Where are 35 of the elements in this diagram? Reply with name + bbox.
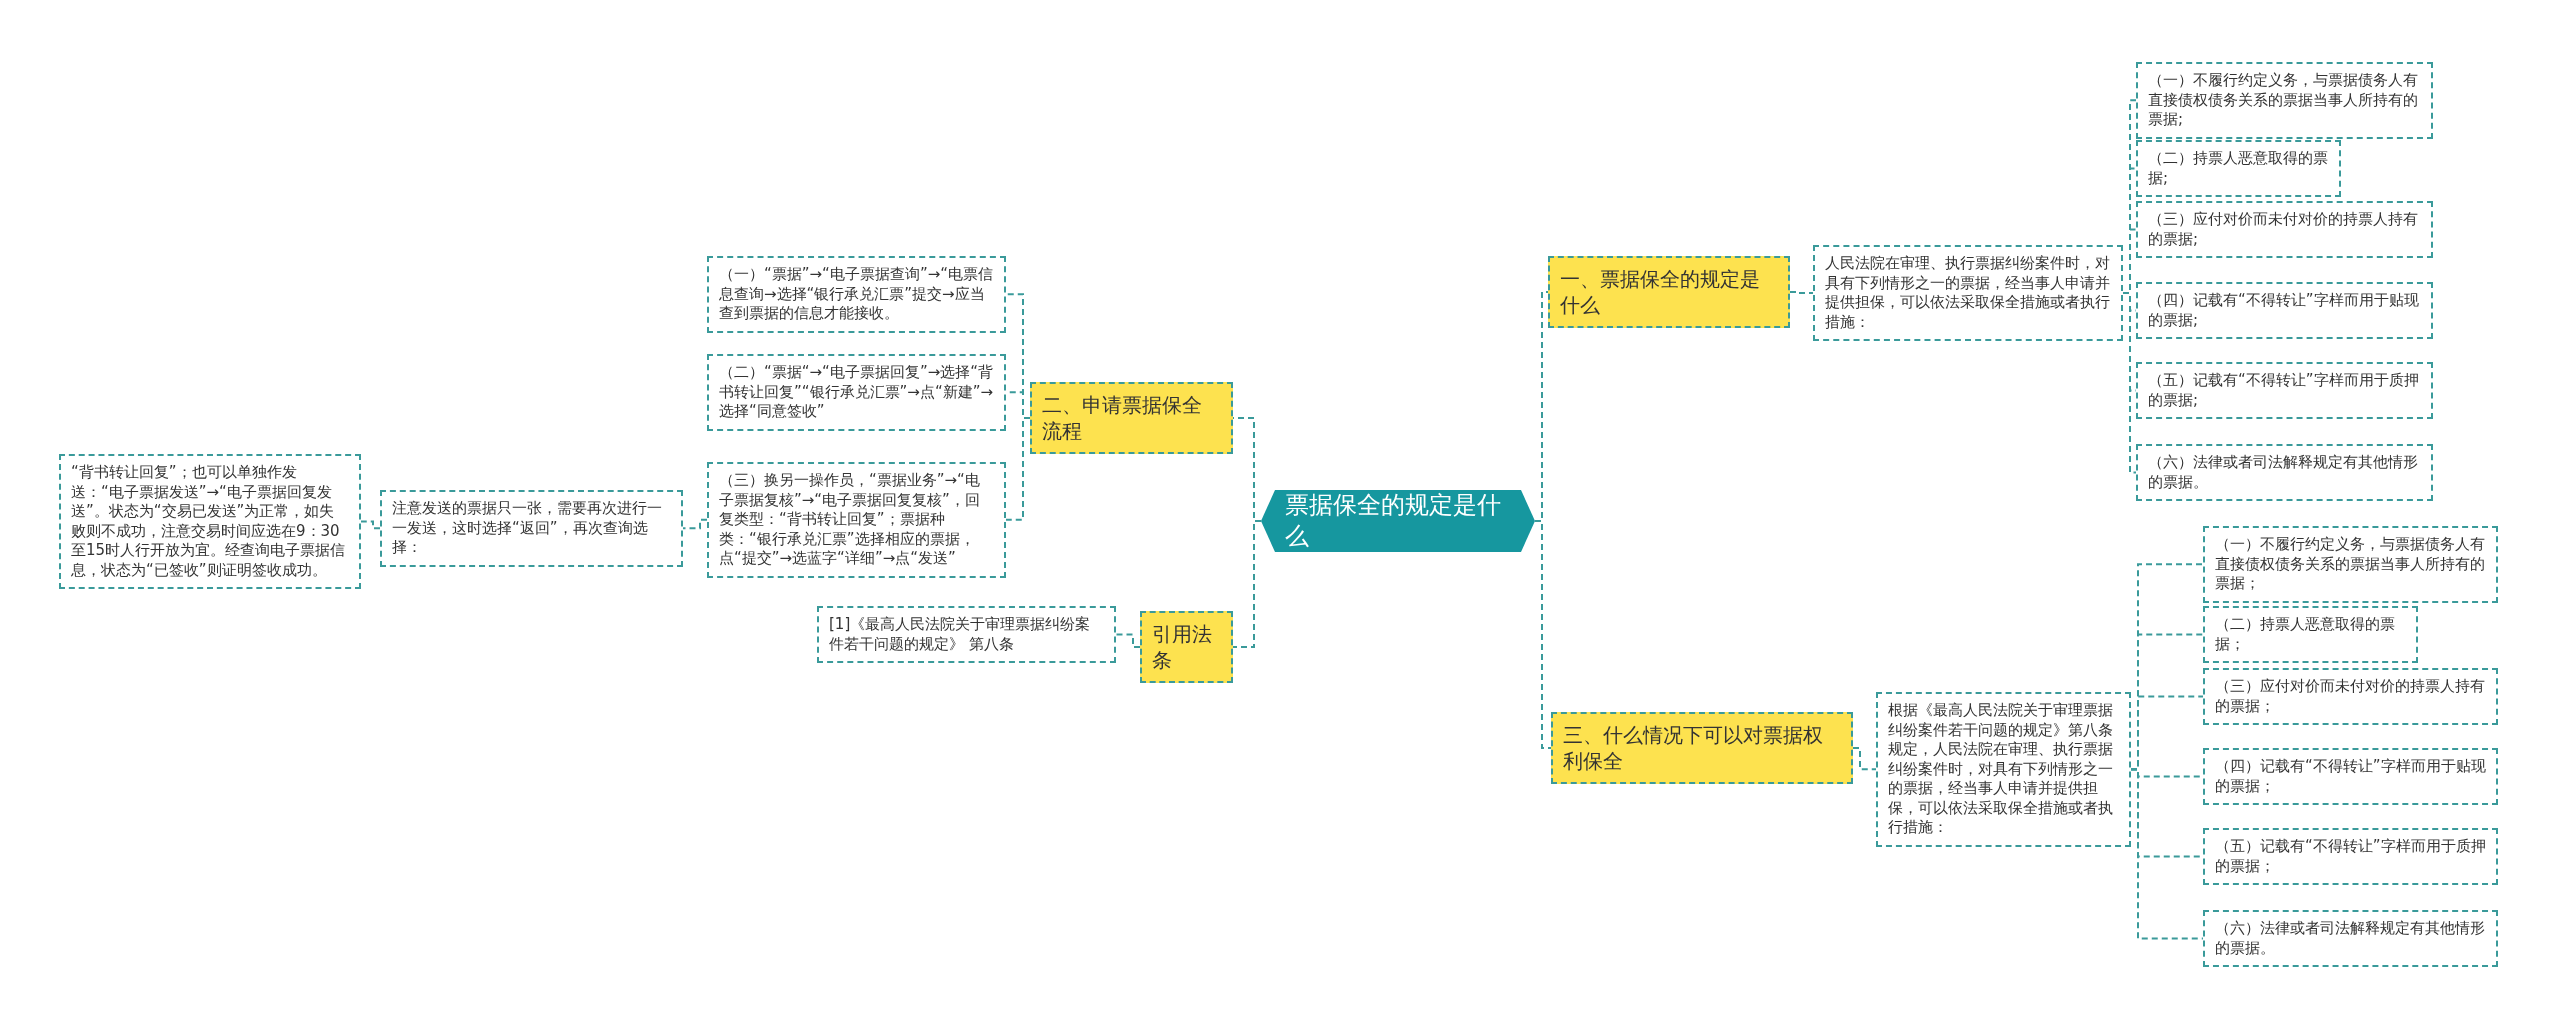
text-box: （二）持票人恶意取得的票据;: [2136, 140, 2341, 197]
text-box: （六）法律或者司法解释规定有其他情形的票据。: [2203, 910, 2498, 967]
connector: [682, 518, 708, 530]
connector: [1115, 633, 1141, 648]
topic-box: 二、申请票据保全流程: [1030, 382, 1233, 454]
connector: [1789, 291, 1814, 294]
connector: [1534, 520, 1552, 749]
topic-box: 引用法条: [1140, 611, 1233, 683]
text-box: （五）记载有“不得转让”字样而用于质押的票据;: [2136, 362, 2433, 419]
text-box: 注意发送的票据只一张，需要再次进行一一发送，这时选择“返回”，再次查询选择：: [380, 490, 683, 567]
topic-box: 三、什么情况下可以对票据权利保全: [1551, 712, 1853, 784]
text-box: （二）持票人恶意取得的票据；: [2203, 606, 2418, 663]
text-box: （一）不履行约定义务，与票据债务人有直接债权债务关系的票据当事人所持有的票据；: [2203, 526, 2498, 603]
connector: [1005, 417, 1031, 521]
text-box: （一）不履行约定义务，与票据债务人有直接债权债务关系的票据当事人所持有的票据;: [2136, 62, 2433, 139]
text-box: （四）记载有“不得转让”字样而用于贴现的票据;: [2136, 282, 2433, 339]
text-box: “背书转让回复”；也可以单独作发送：“电子票据发送”→“电子票据回复发送”。状态为“交易已发送”为正常，如失败则不成功，注意交易时间应选在9：30至15时人行开放为宜。经查询电子票据信息，状态为“已签收”则证明签收成功。: [59, 454, 361, 589]
text-box: （一）“票据”→“电子票据查询”→“电票信息查询→选择“银行承兑汇票”提交→应当查到票据的信息才能接收。: [707, 256, 1006, 333]
text-box: （四）记载有“不得转让”字样而用于贴现的票据；: [2203, 748, 2498, 805]
text-box: （五）记载有“不得转让”字样而用于质押的票据；: [2203, 828, 2498, 885]
connector: [1232, 520, 1262, 648]
text-box: （二）“票据“→“电子票据回复”→选择“背书转让回复”“银行承兑汇票”→点“新建”→选择“同意签收”: [707, 354, 1006, 431]
connector: [1852, 747, 1877, 771]
text-box: （三）应付对价而未付对价的持票人持有的票据;: [2136, 201, 2433, 258]
text-box: 人民法院在审理、执行票据纠纷案件时，对具有下列情形之一的票据，经当事人申请并提供担保，可以依法采取保全措施或者执行措施：: [1813, 245, 2123, 341]
text-box: [1]《最高人民法院关于审理票据纠纷案件若干问题的规定》 第八条: [817, 606, 1116, 663]
text-box: （三）换另一操作员，“票据业务”→“电子票据复核”→“电子票据回复复核”，回复类型：“背书转让回复”；票据种类：“银行承兑汇票”选择相应的票据，点“提交”→选蓝字“详细”→点“发送”: [707, 462, 1006, 578]
text-box: 根据《最高人民法院关于审理票据纠纷案件若干问题的规定》第八条规定，人民法院在审理、执行票据纠纷案件时，对具有下列情形之一的票据，经当事人申请并提供担保，可以依法采取保全措施或者执行措施：: [1876, 692, 2131, 847]
connector: [2130, 768, 2204, 940]
topic-box: 一、票据保全的规定是什么: [1548, 256, 1790, 328]
connector: [2122, 292, 2137, 474]
text-box: （六）法律或者司法解释规定有其他情形的票据。: [2136, 444, 2433, 501]
text-box: （三）应付对价而未付对价的持票人持有的票据；: [2203, 668, 2498, 725]
connector: [360, 520, 381, 530]
central-topic-hexagon: 票据保全的规定是什么: [1261, 490, 1535, 552]
